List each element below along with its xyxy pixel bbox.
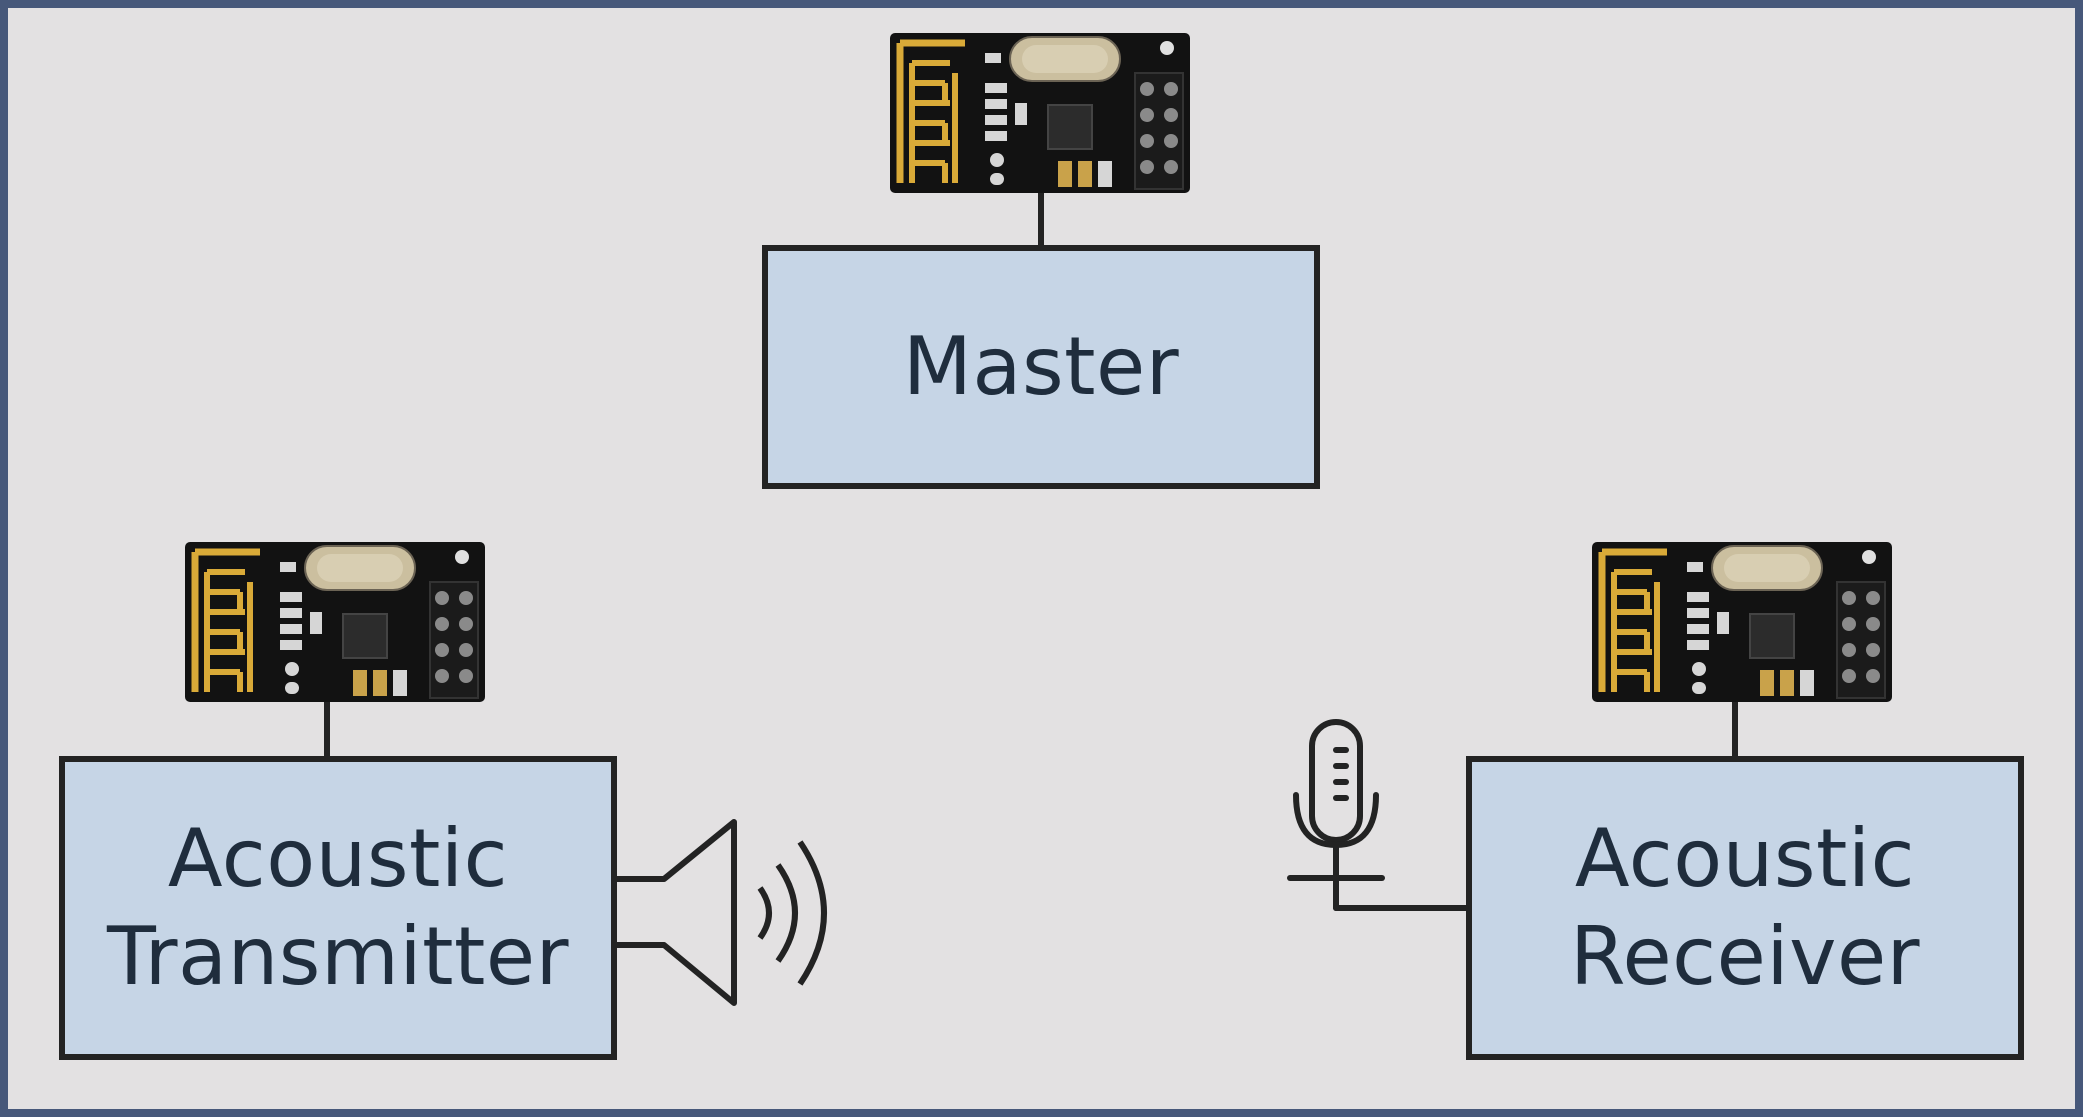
receiver-label-line1: Acoustic (1574, 812, 1916, 905)
microphone-icon (1287, 719, 1469, 911)
transmitter-label-line2: Transmitter (107, 910, 569, 1003)
master-box (762, 245, 1320, 489)
transmitter-label-line1: Acoustic (167, 812, 509, 905)
master-label-text: Master (902, 320, 1180, 413)
master-rf-module-icon (890, 33, 1190, 193)
transmitter-box (59, 756, 617, 1060)
receiver-rf-module-icon (1592, 542, 1892, 702)
transmitter-rf-module-icon (185, 542, 485, 702)
receiver-label-line2: Receiver (1569, 910, 1921, 1003)
speaker-icon (614, 819, 827, 1006)
receiver-label: Acoustic Receiver (1469, 759, 2021, 1057)
transmitter-label: Acoustic Transmitter (62, 759, 614, 1057)
master-label: Master (765, 248, 1317, 486)
